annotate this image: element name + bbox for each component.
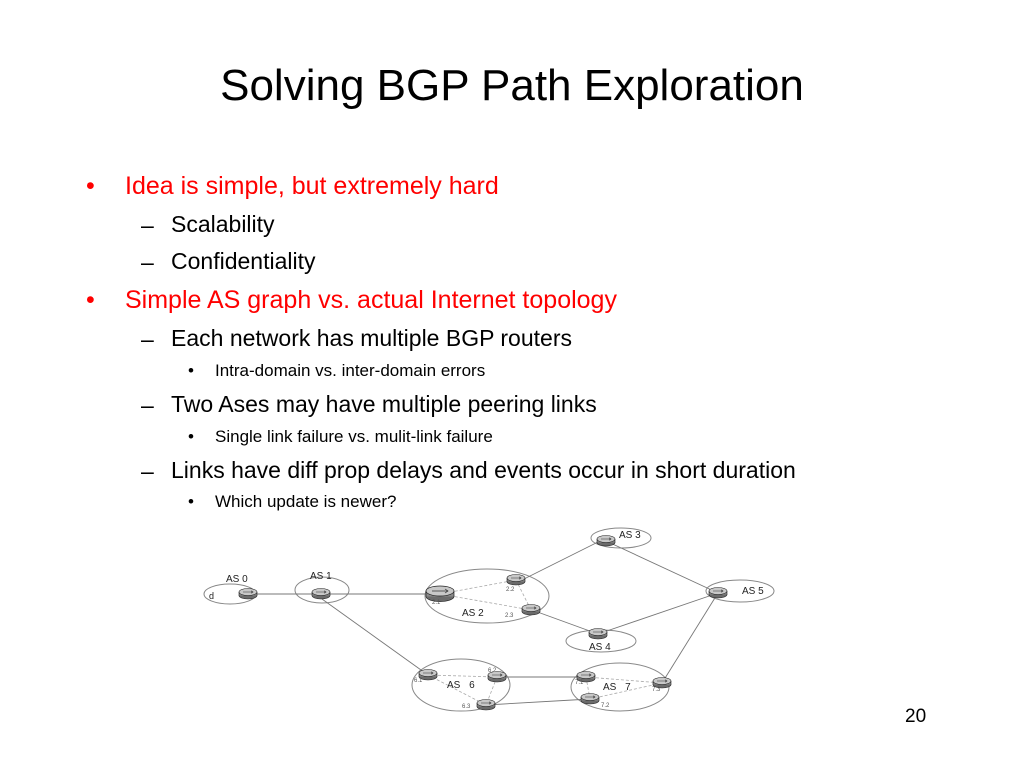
router-icon [311, 588, 331, 600]
as2-cloud [424, 568, 550, 624]
page-number: 20 [905, 706, 927, 727]
as7-label: AS 7 [603, 682, 631, 693]
intra-link-as7 [585, 676, 591, 700]
router-icon [588, 628, 608, 640]
router-label-2-2: 2.2 [506, 587, 515, 593]
as6-cloud [411, 658, 511, 712]
intra-link-as6 [427, 674, 498, 678]
sub-bullet-multiple-routers: Each network has multiple BGP routers [171, 325, 572, 351]
sub-sub-bullet-marker: • [188, 492, 194, 511]
as2-label: AS 2 [462, 608, 484, 619]
bullet-marker: • [86, 172, 95, 200]
as1-label: AS 1 [310, 571, 332, 582]
router-label-7-1: 7.1 [575, 680, 584, 686]
as1-cloud [294, 576, 350, 604]
bullet-as-graph: Simple AS graph vs. actual Internet topo… [125, 286, 617, 314]
router-label-6-1: 6.1 [414, 678, 423, 684]
prefix-label: p [209, 592, 214, 602]
router-label-2-3: 2.3 [505, 613, 514, 619]
router-icon [521, 604, 541, 616]
link-as2-as4 [531, 609, 599, 635]
sub-bullet-confidentiality: Confidentiality [171, 248, 316, 274]
bullet-idea-simple: Idea is simple, but extremely hard [125, 172, 499, 200]
router-label-7-3: 7.3 [652, 687, 661, 693]
intra-link-as7 [589, 682, 663, 700]
as5-cloud [705, 579, 775, 603]
sub-sub-bullet-link-failure: Single link failure vs. mulit-link failu… [215, 427, 493, 446]
intra-link-as6 [427, 674, 487, 706]
sub-bullet-prop-delays: Links have diff prop delays and events o… [171, 457, 796, 483]
router-icon [708, 587, 728, 599]
as3-label: AS 3 [619, 530, 641, 541]
router-icon [506, 574, 526, 586]
intra-link-as2 [439, 593, 532, 611]
router-icon [580, 693, 600, 705]
sub-bullet-marker: – [141, 458, 154, 484]
link-as1-as6 [321, 598, 429, 676]
intra-link-as7 [585, 676, 663, 684]
slide-title: Solving BGP Path Exploration [220, 61, 804, 110]
link-as5-as7 [661, 592, 719, 684]
router-icon [476, 699, 496, 711]
link-as3-as5 [605, 540, 719, 594]
sub-bullet-marker: – [141, 212, 154, 238]
sub-bullet-peering-links: Two Ases may have multiple peering links [171, 391, 597, 417]
as6-label: AS 6 [447, 680, 475, 691]
bullet-marker: • [86, 286, 95, 314]
sub-bullet-marker: – [141, 326, 154, 352]
router-label-6-3: 6.3 [462, 704, 471, 710]
sub-bullet-marker: – [141, 249, 154, 275]
sub-sub-bullet-newer-update: Which update is newer? [215, 492, 397, 511]
sub-sub-bullet-marker: • [188, 361, 194, 380]
sub-bullet-marker: – [141, 392, 154, 418]
sub-bullet-scalability: Scalability [171, 211, 275, 237]
router-label-7-2: 7.2 [601, 703, 610, 709]
sub-sub-bullet-marker: • [188, 427, 194, 446]
as4-label: AS 4 [589, 642, 611, 653]
router-icon [596, 535, 616, 547]
router-icon [238, 588, 258, 600]
link-as4-as5 [597, 592, 719, 635]
sub-sub-bullet-intra-inter: Intra-domain vs. inter-domain errors [215, 361, 486, 380]
link-as2-as3 [521, 540, 601, 581]
router-label-6-2: 6.2 [488, 668, 497, 674]
as0-label: AS 0 [226, 574, 248, 585]
router-label-2-1: 2.1 [432, 600, 441, 606]
as5-label: AS 5 [742, 586, 764, 597]
link-as6-as7-b [485, 698, 591, 706]
